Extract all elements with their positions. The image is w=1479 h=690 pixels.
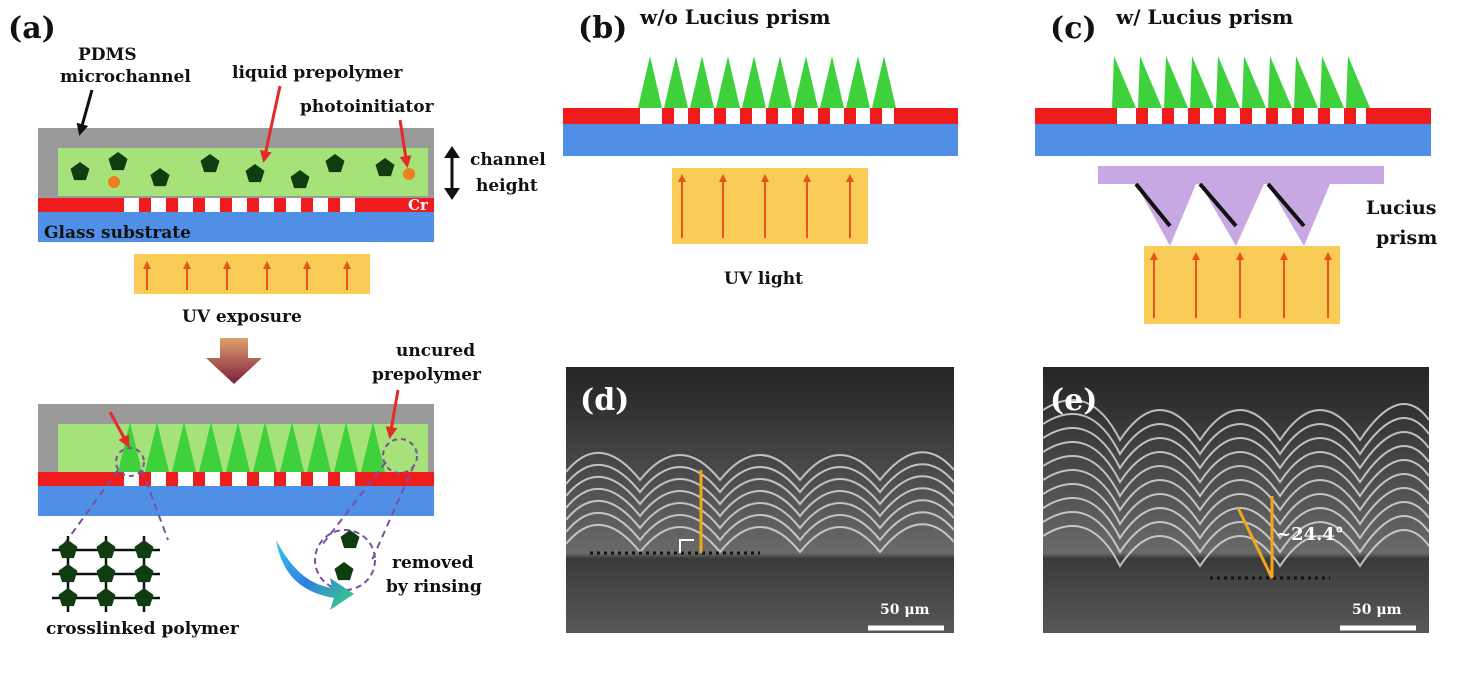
glass-substrate [38, 486, 434, 516]
panel-label-a: (a) [8, 11, 56, 46]
uv-light-box [672, 168, 868, 244]
chrome-mask [38, 198, 434, 212]
liquid-prepolymer-label: liquid prepolymer [232, 63, 403, 83]
panel-c-title: w/ Lucius prism [1115, 5, 1293, 29]
panel-e-sem: ~24.4° (e) 50 μm [1043, 367, 1429, 633]
sem-background [1043, 367, 1429, 633]
uv-light-label: UV light [724, 269, 803, 289]
zoom-circle-uncured [382, 438, 418, 474]
channel-height-arrowheads [444, 146, 460, 200]
scale-label-e: 50 μm [1352, 602, 1402, 618]
angle-label-e: ~24.4° [1276, 524, 1344, 545]
photoinitiator-dot [108, 176, 120, 188]
zoom-guide-lines [59, 461, 415, 561]
removed-monomer-circle [314, 529, 376, 591]
prepolymer-label: prepolymer [372, 365, 482, 385]
glass-substrate [563, 124, 958, 156]
lucius-label: Lucius [1366, 197, 1436, 219]
uv-exposure-label: UV exposure [182, 307, 302, 327]
pdms-pointer-arrow [76, 89, 94, 136]
cone-array-tilted [1112, 56, 1370, 108]
panel-label-c: (c) [1050, 11, 1097, 46]
cured-cones [118, 422, 385, 472]
crosslinked-network [52, 536, 160, 612]
sem-ridges-tilted [1043, 399, 1429, 568]
uv-exposure-box [134, 254, 370, 294]
by-rinsing-label: by rinsing [386, 577, 482, 597]
removed-monomers [334, 530, 360, 581]
sem-background [566, 367, 954, 633]
glass-substrate-label: Glass substrate [44, 223, 191, 243]
cone-array-vertical [638, 56, 896, 108]
crosslinked-polymer-label: crosslinked polymer [46, 619, 240, 639]
chrome-mask [38, 472, 434, 486]
device-before-exposure: Cr Glass substrate [38, 128, 434, 243]
scale-label-d: 50 μm [880, 602, 930, 618]
prism-label: prism [1376, 227, 1437, 249]
lucius-prism [1098, 166, 1384, 246]
photoinitiator-label: photoinitiator [300, 97, 435, 117]
uv-light-box [1144, 246, 1340, 324]
chrome-mask [563, 108, 958, 124]
panel-b: (b) w/o Lucius prism [563, 5, 958, 289]
panel-label-e: (e) [1050, 383, 1097, 418]
cr-label: Cr [408, 196, 429, 214]
removed-label: removed [392, 553, 474, 573]
tilt-marker [1236, 507, 1274, 579]
zoom-circle-cured [115, 447, 145, 477]
glass-substrate [38, 212, 434, 242]
crosslinked-pointer-arrow [108, 411, 130, 448]
panel-b-title: w/o Lucius prism [639, 5, 831, 29]
photoinitiator-pointer-arrow [398, 119, 412, 168]
uncured-pointer-arrow [385, 389, 400, 439]
channel-height-label-1: channel [470, 150, 546, 170]
glass-substrate [1035, 124, 1431, 156]
panel-d-sem: (d) 50 μm [566, 367, 954, 633]
sem-ridges [566, 451, 954, 554]
microchannel-label: microchannel [60, 67, 191, 87]
liquid-prepolymer-region [58, 148, 428, 196]
chrome-mask [1035, 108, 1431, 124]
photoinitiator-dot [403, 168, 415, 180]
uncured-label: uncured [396, 341, 475, 361]
device-after-exposure [38, 404, 434, 516]
rinse-arrow [276, 540, 354, 610]
prepolymer-pointer-arrow [260, 85, 282, 163]
panel-label-d: (d) [580, 383, 629, 418]
panel-c: (c) w/ Lucius prism [1035, 5, 1437, 324]
process-arrow [206, 338, 262, 384]
channel-height-label-2: height [476, 176, 538, 196]
right-angle-marker [679, 539, 694, 553]
pdms-label: PDMS [78, 45, 137, 65]
panel-label-b: (b) [578, 11, 627, 46]
panel-a: (a) [8, 11, 546, 639]
